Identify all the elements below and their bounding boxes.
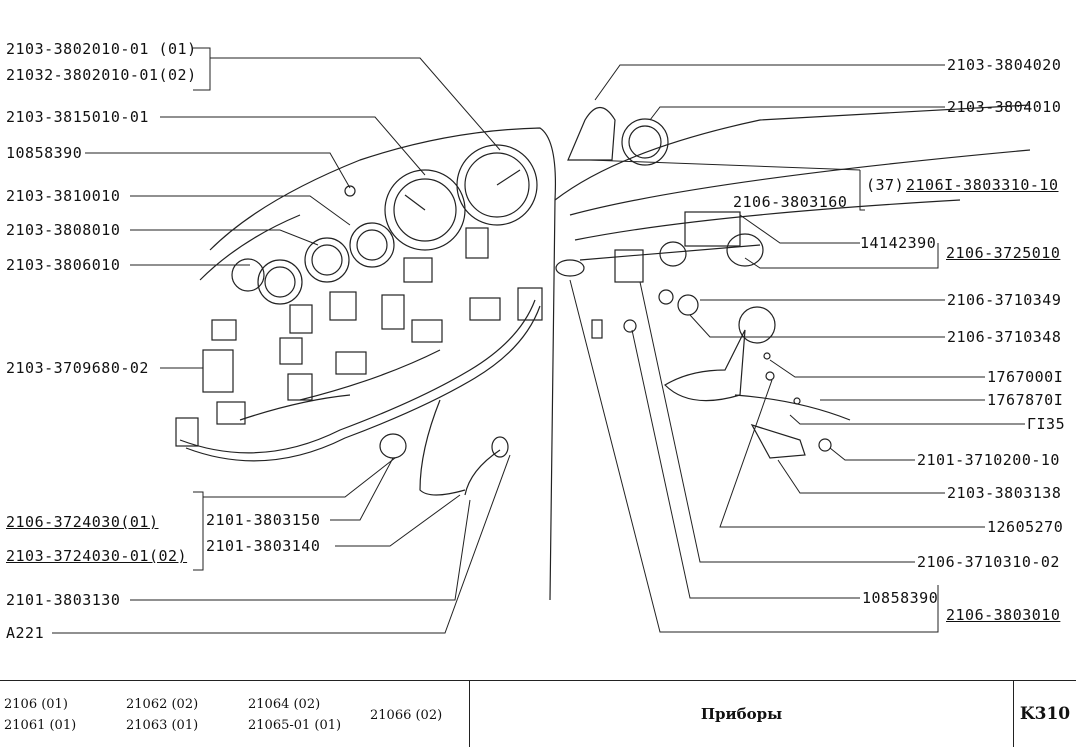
leader-lines-right (569, 64, 1025, 633)
label-10858390-right: 10858390 (862, 589, 939, 607)
model-21066: 21066 (02) (370, 708, 443, 723)
small-gauges-icon (231, 185, 395, 305)
dashboard-lower (199, 214, 301, 281)
label-gi35: ГI35 (1027, 415, 1066, 433)
model-21063: 21063 (01) (126, 718, 199, 733)
wiring-harness-icon (175, 227, 543, 496)
label-2103-3709680-02: 2103-3709680-02 (6, 359, 149, 377)
label-2101-3803140: 2101-3803140 (206, 537, 321, 555)
label-2103-3806010: 2103-3806010 (6, 256, 121, 274)
speedometer-icon (456, 144, 538, 226)
label-2106-3803010: 2106-3803010 (946, 606, 1061, 624)
parts-diagram: 2103-3802010-01 (01) 21032-3802010-01(02… (6, 40, 1066, 642)
label-14142390: 14142390 (860, 234, 937, 252)
label-2103-3815010-01: 2103-3815010-01 (6, 108, 149, 126)
title-block: 2106 (01) 21061 (01) 21062 (02) 21063 (0… (0, 680, 1076, 747)
console-lines (569, 149, 1031, 261)
label-2106-3710348: 2106-3710348 (947, 328, 1062, 346)
label-2103-3802010-01: 2103-3802010-01 (01) (6, 40, 197, 58)
leader-lines-left (52, 47, 511, 634)
label-2103-3803138: 2103-3803138 (947, 484, 1062, 502)
console-outline (554, 104, 1031, 201)
switches-icon (555, 211, 851, 459)
label-1767870i: 1767870I (987, 391, 1064, 409)
label-2106-3803160: 2106-3803160 (733, 193, 848, 211)
model-2106: 2106 (01) (4, 697, 68, 712)
label-37: (37) (866, 176, 905, 194)
label-a221: A221 (6, 624, 45, 642)
label-2103-3808010: 2103-3808010 (6, 221, 121, 239)
label-21061-3803310-10: 2106I-3803310-10 (906, 176, 1059, 194)
label-2103-3724030-01: 2103-3724030-01(02) (6, 547, 188, 565)
model-21062: 21062 (02) (126, 697, 199, 712)
sheet-title: Приборы (470, 681, 1014, 747)
model-21064: 21064 (02) (248, 697, 321, 712)
model-list: 2106 (01) 21061 (01) 21062 (02) 21063 (0… (0, 681, 470, 747)
model-21065-01: 21065-01 (01) (248, 718, 342, 733)
label-10858390-left: 10858390 (6, 144, 83, 162)
label-21032-3802010-01: 21032-3802010-01(02) (6, 66, 197, 84)
dashboard-outline (209, 127, 557, 601)
label-2106-3710310-02: 2106-3710310-02 (917, 553, 1060, 571)
label-2101-3710200-10: 2101-3710200-10 (917, 451, 1060, 469)
label-2101-3803150: 2101-3803150 (206, 511, 321, 529)
sheet-code: K310 (1019, 704, 1071, 724)
label-2103-3804020: 2103-3804020 (947, 56, 1062, 74)
diagram-drawing (52, 47, 1031, 634)
label-2103-3804010: 2103-3804010 (947, 98, 1062, 116)
label-1767000i: 1767000I (987, 368, 1064, 386)
label-2103-3810010: 2103-3810010 (6, 187, 121, 205)
label-2101-3803130: 2101-3803130 (6, 591, 121, 609)
clock-icon (567, 106, 669, 166)
label-2106-3710349: 2106-3710349 (947, 291, 1062, 309)
model-21061: 21061 (01) (4, 718, 77, 733)
label-12605270: 12605270 (987, 518, 1064, 536)
label-2106-3724030: 2106-3724030(01) (6, 513, 159, 531)
label-2106-3725010: 2106-3725010 (946, 244, 1061, 262)
tachometer-icon (384, 169, 466, 251)
